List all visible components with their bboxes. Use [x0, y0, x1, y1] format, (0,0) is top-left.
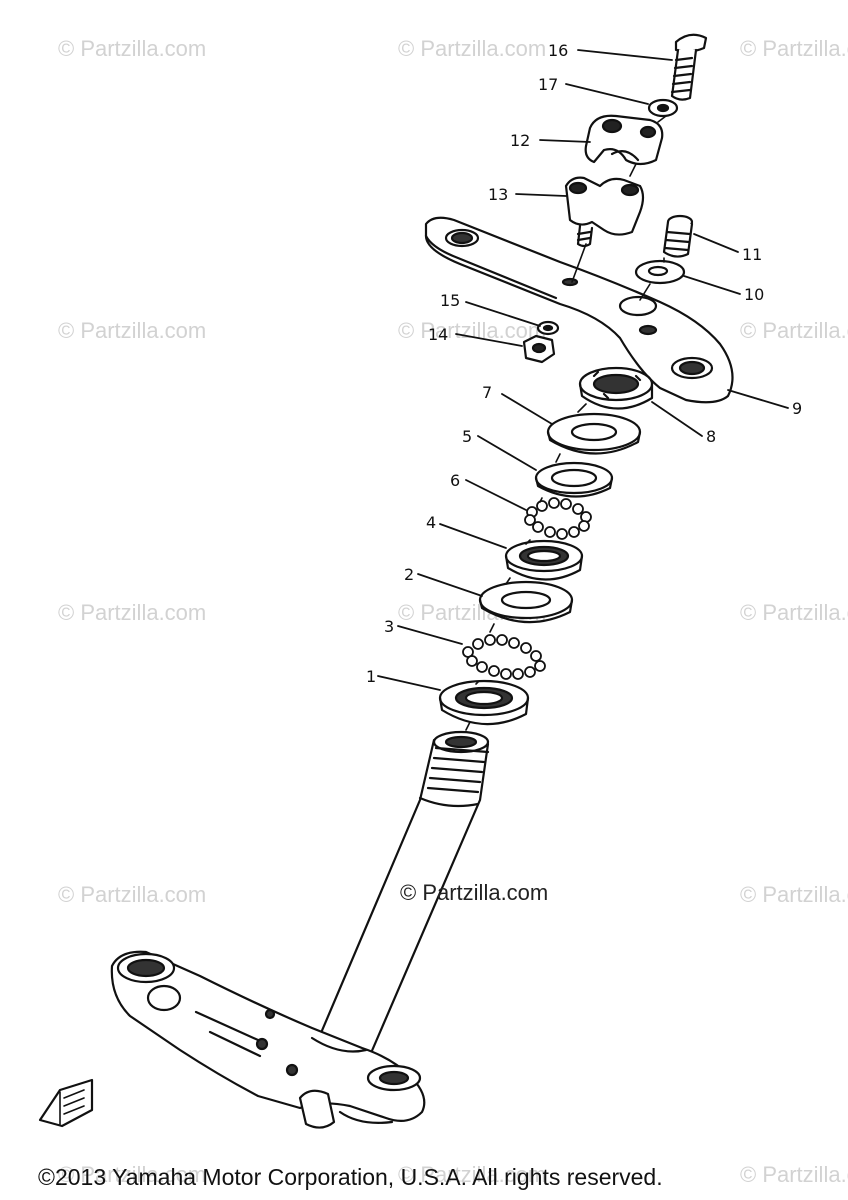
callout-9: 9 [792, 399, 802, 418]
callout-16: 16 [548, 41, 568, 60]
callout-2: 2 [404, 565, 414, 584]
under-bracket-stem [110, 730, 490, 1129]
callout-12: 12 [510, 131, 530, 150]
part-10-washer [634, 259, 686, 285]
callout-7: 7 [482, 383, 492, 402]
callout-3: 3 [384, 617, 394, 636]
part-8-ring-nut [578, 366, 654, 410]
callout-10: 10 [744, 285, 764, 304]
part-6-balls [524, 497, 592, 540]
part-9-upper-bracket [424, 216, 734, 404]
callout-4: 4 [426, 513, 436, 532]
callout-6: 6 [450, 471, 460, 490]
callout-8: 8 [706, 427, 716, 446]
callout-13: 13 [488, 185, 508, 204]
part-17-washer [647, 98, 679, 118]
part-11-bolt [662, 214, 694, 258]
part-12-holder-upper [584, 114, 664, 166]
center-lines [465, 115, 667, 731]
copyright-notice: ©2013 Yamaha Motor Corporation, U.S.A. A… [38, 1164, 663, 1190]
callout-17: 17 [538, 75, 558, 94]
part-5-race [534, 461, 614, 498]
part-15-washer [536, 320, 560, 336]
part-3-balls [462, 634, 546, 680]
callout-labels: 16 17 12 13 11 10 15 14 9 8 7 5 6 4 2 3 … [366, 41, 802, 686]
part-1-race [438, 679, 530, 726]
callout-11: 11 [742, 245, 762, 264]
leader-lines [377, 49, 789, 691]
center-watermark: © Partzilla.com [400, 880, 549, 905]
front-arrow-icon [38, 1078, 94, 1128]
part-2-race [478, 580, 574, 624]
part-13-holder-lower [564, 176, 645, 248]
callout-15: 15 [440, 291, 460, 310]
part-4-race [504, 539, 584, 581]
callout-1: 1 [366, 667, 376, 686]
part-14-nut [522, 334, 556, 364]
callout-14: 14 [428, 325, 448, 344]
callout-5: 5 [462, 427, 472, 446]
part-16-bolt [670, 33, 708, 101]
part-7-cover [546, 412, 642, 455]
